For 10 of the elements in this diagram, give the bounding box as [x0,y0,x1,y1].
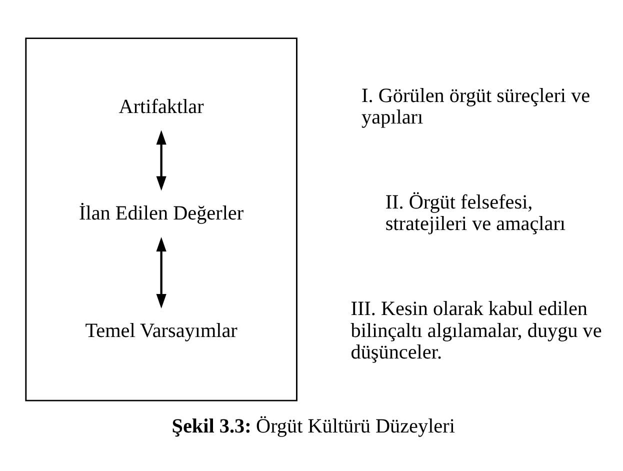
cluster [25,37,298,401]
label: I. Görülen örgüt süreçleri ve yapıları [362,84,590,128]
node-text: Temel Varsayımlar [85,319,238,342]
caption: Şekil 3.3: Örgüt Kültürü Düzeyleri [172,415,455,438]
arrow [156,130,166,190]
arrow [156,236,166,308]
node-text: Artifaktlar [118,95,204,118]
label: III. Kesin olarak kabul edilen bilinçaltı algılamalar, duygu ve düşünceler. [350,298,602,363]
label: II. Örgüt felsefesi, stratejileri ve amaçları [385,191,566,235]
node-text: İlan Edilen Değerler [79,202,244,224]
